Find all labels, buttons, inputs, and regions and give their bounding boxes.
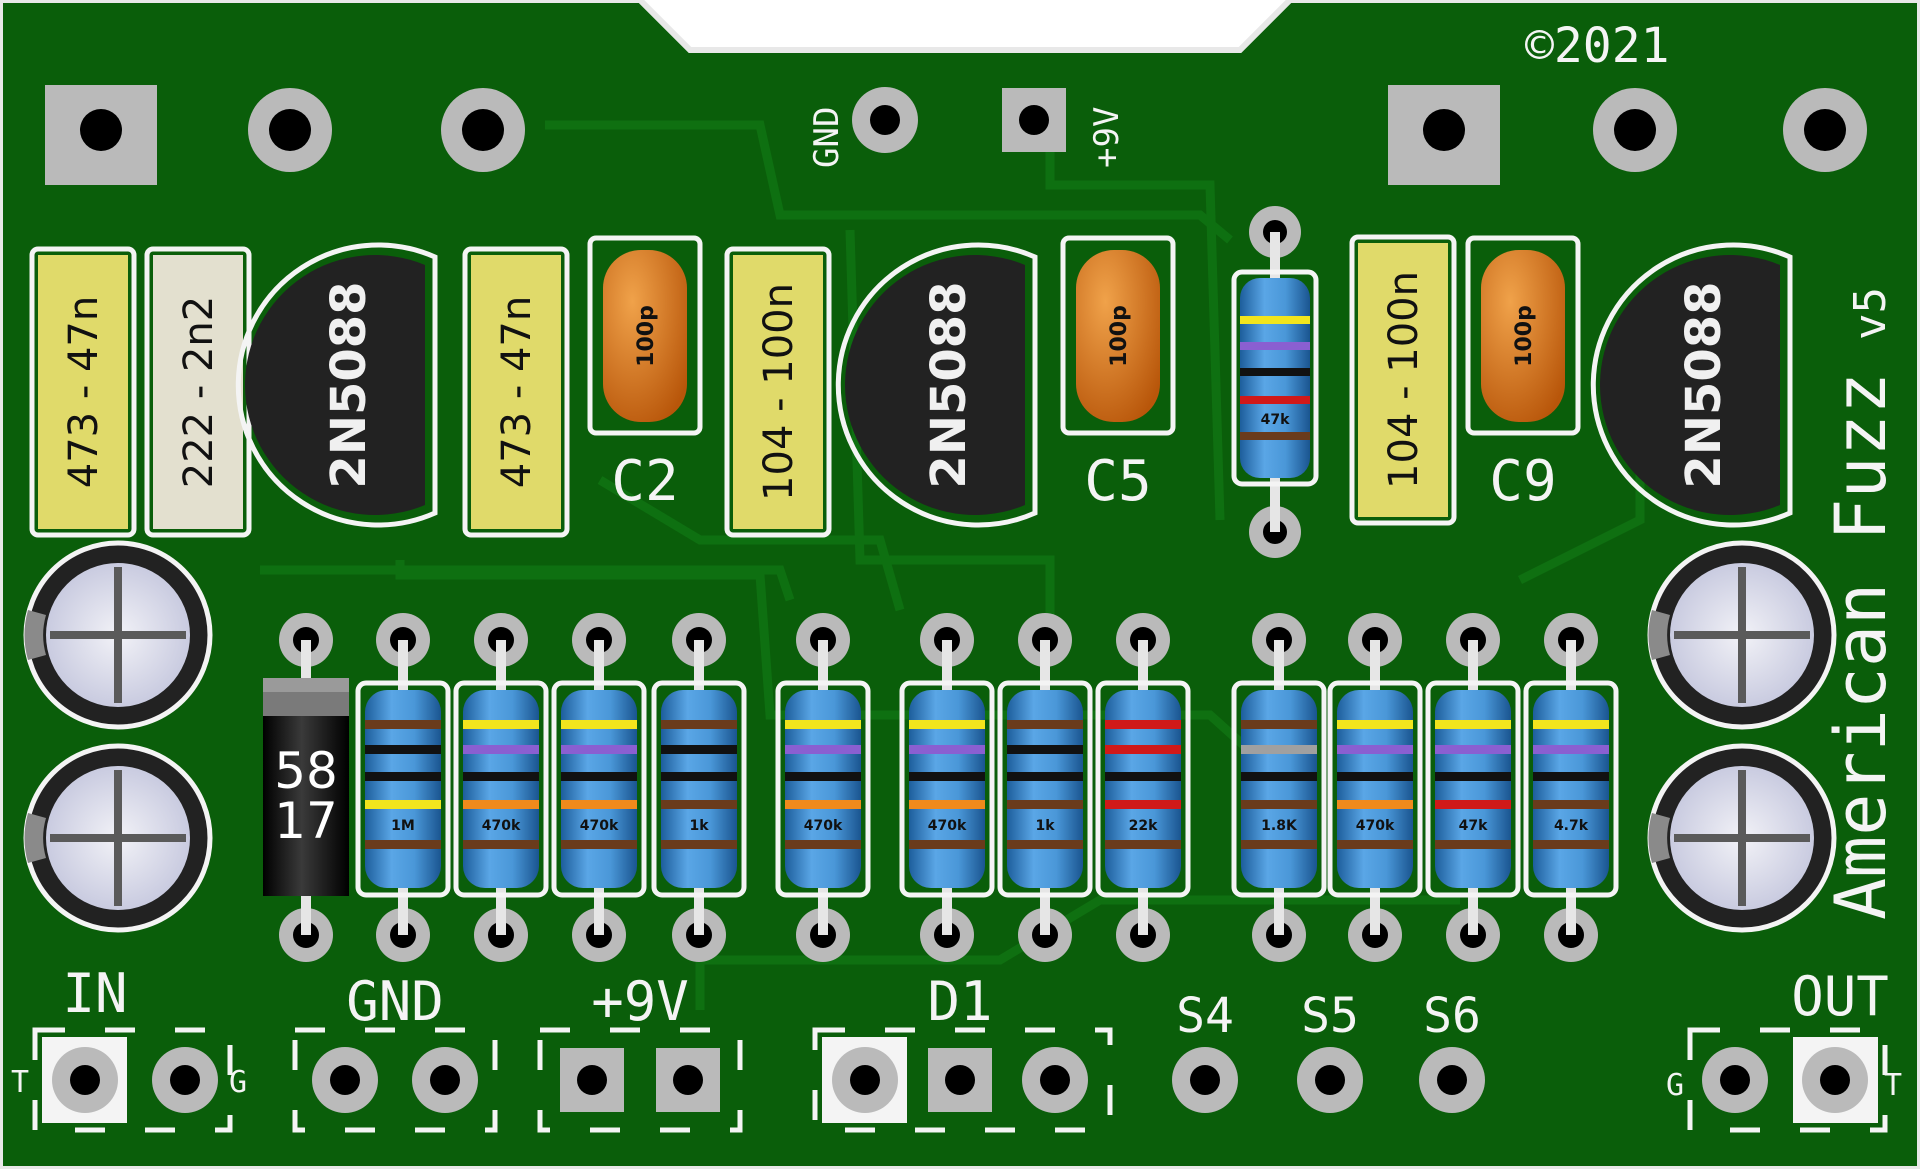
film-cap-label: 473 - 47n bbox=[494, 296, 540, 488]
transistor-label: 2N5088 bbox=[1676, 281, 1732, 488]
resistor: 470k bbox=[551, 613, 647, 962]
pot-right[interactable] bbox=[1388, 85, 1867, 185]
ceramic-cap-value: 100p bbox=[1512, 305, 1537, 367]
film-cap-label: 222 - 2n2 bbox=[176, 296, 222, 488]
in-label: IN bbox=[62, 962, 127, 1025]
pot-left[interactable] bbox=[45, 85, 525, 185]
resistor-value: 1k bbox=[1035, 818, 1055, 834]
electrolytic-cap bbox=[23, 540, 213, 730]
resistor: 1k bbox=[651, 613, 747, 962]
transistor-label: 2N5088 bbox=[321, 281, 377, 488]
resistor-value: 470k bbox=[804, 818, 843, 834]
out-tip-label: T bbox=[1884, 1068, 1902, 1103]
transistor-2: 2N5088 bbox=[835, 242, 1038, 528]
ceramic-cap-ref: C5 bbox=[1084, 449, 1151, 514]
in-ground-label: G bbox=[229, 1065, 247, 1100]
resistor-value: 1M bbox=[391, 818, 415, 834]
diode: 58 17 bbox=[263, 613, 349, 962]
resistor: 4.7k bbox=[1523, 613, 1619, 962]
resistor-value: 470k bbox=[580, 818, 619, 834]
diode-marking-1: 58 bbox=[274, 742, 338, 800]
ceramic-cap-ref: C9 bbox=[1489, 449, 1556, 514]
film-cap: 473 - 47n bbox=[29, 246, 137, 538]
resistor-value: 470k bbox=[1356, 818, 1395, 834]
io-headers[interactable] bbox=[32, 1027, 1888, 1133]
electrolytic-cap bbox=[1647, 540, 1837, 730]
resistor-value: 1.8K bbox=[1261, 818, 1298, 834]
copyright-text: ©2021 bbox=[1525, 18, 1670, 74]
s6-label: S6 bbox=[1423, 988, 1481, 1044]
film-cap-label: 473 - 47n bbox=[61, 296, 107, 488]
v9-pad-label: +9V bbox=[1087, 107, 1127, 168]
resistor-row: 1M 470k 470k 1k 470k 470k 1k 22k 1.8K 470k 47k 4.7k bbox=[355, 613, 1619, 962]
s4-label: S4 bbox=[1176, 988, 1234, 1044]
diode-marking-2: 17 bbox=[274, 792, 338, 850]
resistor-value: 470k bbox=[928, 818, 967, 834]
film-cap: 104 - 100n bbox=[724, 246, 832, 538]
resistor: 1.8K bbox=[1231, 613, 1327, 962]
s5-label: S5 bbox=[1301, 988, 1359, 1044]
v9-header-label: +9V bbox=[591, 970, 689, 1033]
out-ground-label: G bbox=[1666, 1068, 1684, 1103]
resistor-value: 1k bbox=[689, 818, 709, 834]
d1-header-label: D1 bbox=[927, 970, 992, 1033]
resistor: 470k bbox=[775, 613, 871, 962]
resistor-value: 470k bbox=[482, 818, 521, 834]
gnd-pad-label: GND bbox=[807, 107, 847, 168]
ceramic-cap-ref: C2 bbox=[611, 449, 678, 514]
transistor-3: 2N5088 bbox=[1590, 242, 1793, 528]
electrolytic-caps bbox=[23, 540, 1837, 933]
electrolytic-cap bbox=[1647, 743, 1837, 933]
film-cap-label: 104 - 100n bbox=[756, 283, 802, 501]
upper-resistor-value: 47k bbox=[1261, 412, 1290, 428]
out-label: OUT bbox=[1791, 965, 1889, 1028]
film-cap: 473 - 47n bbox=[462, 246, 570, 538]
film-cap: 222 - 2n2 bbox=[144, 246, 252, 538]
power-pads[interactable] bbox=[852, 87, 1066, 153]
film-cap-label: 104 - 100n bbox=[1381, 271, 1427, 489]
resistor: 47k bbox=[1425, 613, 1521, 962]
in-tip-label: T bbox=[11, 1065, 29, 1100]
ceramic-cap-value: 100p bbox=[1107, 305, 1132, 367]
resistor-value: 47k bbox=[1459, 818, 1488, 834]
resistor: 22k bbox=[1095, 613, 1191, 962]
resistor: 470k bbox=[453, 613, 549, 962]
resistor-value: 22k bbox=[1129, 818, 1158, 834]
resistor: 470k bbox=[1327, 613, 1423, 962]
film-caps: 473 - 47n 222 - 2n2 473 - 47n 104 - 100n 104… bbox=[29, 234, 1457, 538]
gnd-header-label: GND bbox=[346, 970, 444, 1033]
board-version: v5 bbox=[1845, 287, 1896, 340]
ceramic-cap-value: 100p bbox=[634, 305, 659, 367]
resistor: 470k bbox=[899, 613, 995, 962]
resistor: 1k bbox=[997, 613, 1093, 962]
electrolytic-cap bbox=[23, 743, 213, 933]
upper-resistor: 47k bbox=[1231, 206, 1319, 558]
resistor: 1M bbox=[355, 613, 451, 962]
transistor-label: 2N5088 bbox=[921, 281, 977, 488]
film-cap: 104 - 100n bbox=[1349, 234, 1457, 526]
transistors: 2N5088 2N5088 2N5088 bbox=[235, 242, 1793, 528]
resistor-value: 4.7k bbox=[1554, 818, 1589, 834]
transistor-1: 2N5088 bbox=[235, 242, 438, 528]
